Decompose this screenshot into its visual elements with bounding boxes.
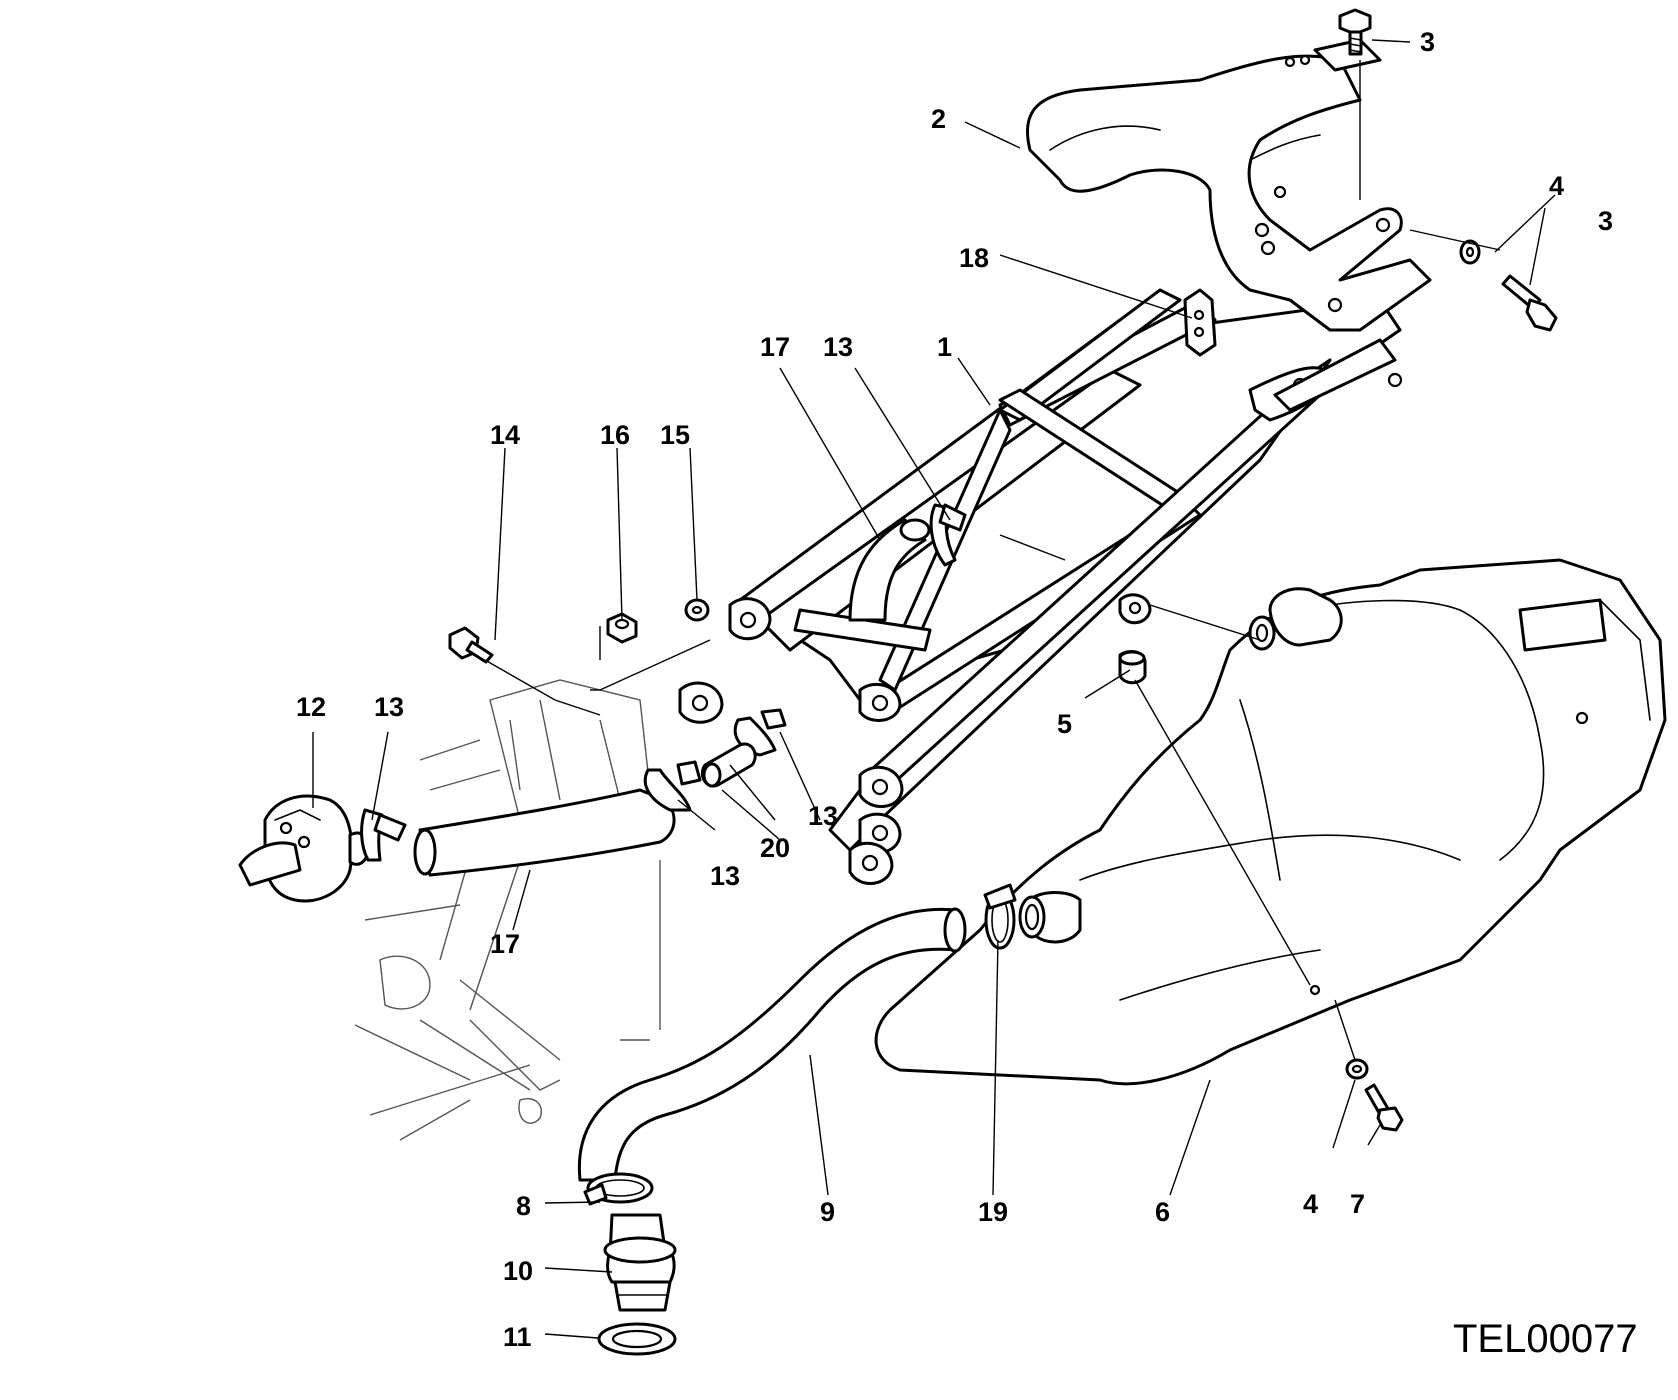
- clamp-tank: [983, 883, 1017, 950]
- callout-6: 6: [1155, 1197, 1170, 1227]
- washer-left: [684, 598, 710, 622]
- callout-15: 15: [660, 420, 690, 450]
- callout-3-top: 3: [1420, 27, 1435, 57]
- callout-7: 7: [1350, 1189, 1365, 1219]
- filler-cap: [238, 794, 370, 903]
- drawing-reference-code: TEL00077: [1453, 1317, 1638, 1361]
- bolt-right: [1501, 274, 1558, 332]
- spring-clip-upper: [929, 503, 967, 567]
- hose-connector: [700, 742, 757, 788]
- callout-17-upper: 17: [760, 332, 790, 362]
- bolt-top: [1338, 8, 1372, 56]
- callout-4-upper: 4: [1549, 171, 1564, 201]
- callout-12: 12: [296, 692, 326, 722]
- filler-neck: [603, 1213, 677, 1312]
- callout-2: 2: [931, 104, 946, 134]
- callout-13-engine: 13: [710, 861, 740, 891]
- callout-3-right: 3: [1598, 206, 1613, 236]
- spring-clip-cap: [360, 808, 407, 862]
- callout-13-upper: 13: [823, 332, 853, 362]
- gasket: [597, 1322, 677, 1356]
- bracket: [1183, 288, 1217, 357]
- callout-1: 1: [937, 332, 952, 362]
- callout-13-middle: 13: [808, 801, 838, 831]
- callout-5: 5: [1057, 709, 1072, 739]
- callout-labels: 3 2 4 3 18 17 13 1 14 16 15 12 13 5 13 2…: [296, 27, 1613, 1352]
- breather-hose: [413, 788, 676, 877]
- callout-9: 9: [820, 1197, 835, 1227]
- callout-10: 10: [503, 1256, 533, 1286]
- leader-lines: [312, 39, 1556, 1339]
- callout-14: 14: [490, 420, 520, 450]
- grab-rail: [1025, 38, 1432, 412]
- callout-18: 18: [959, 243, 989, 273]
- callout-11: 11: [503, 1322, 532, 1352]
- callout-16: 16: [600, 420, 630, 450]
- breather-hose-upper: [848, 518, 931, 622]
- callout-17-lower: 17: [490, 929, 520, 959]
- nut: [606, 612, 638, 644]
- grommet: [1118, 650, 1147, 685]
- clamp-filler: [583, 1172, 654, 1206]
- fuel-tank: [874, 558, 1667, 1086]
- callout-19: 19: [978, 1197, 1008, 1227]
- callout-20: 20: [760, 833, 790, 863]
- bolt-left: [448, 626, 494, 664]
- bolt-lower: [1364, 1083, 1404, 1132]
- callout-8: 8: [516, 1191, 531, 1221]
- callout-13-cap: 13: [374, 692, 404, 722]
- engine-chassis-background: [354, 679, 661, 1141]
- callout-4-lower: 4: [1303, 1189, 1318, 1219]
- washer-lower: [1345, 1058, 1369, 1080]
- filler-hose: [577, 907, 967, 1182]
- washer-upper: [1459, 239, 1481, 265]
